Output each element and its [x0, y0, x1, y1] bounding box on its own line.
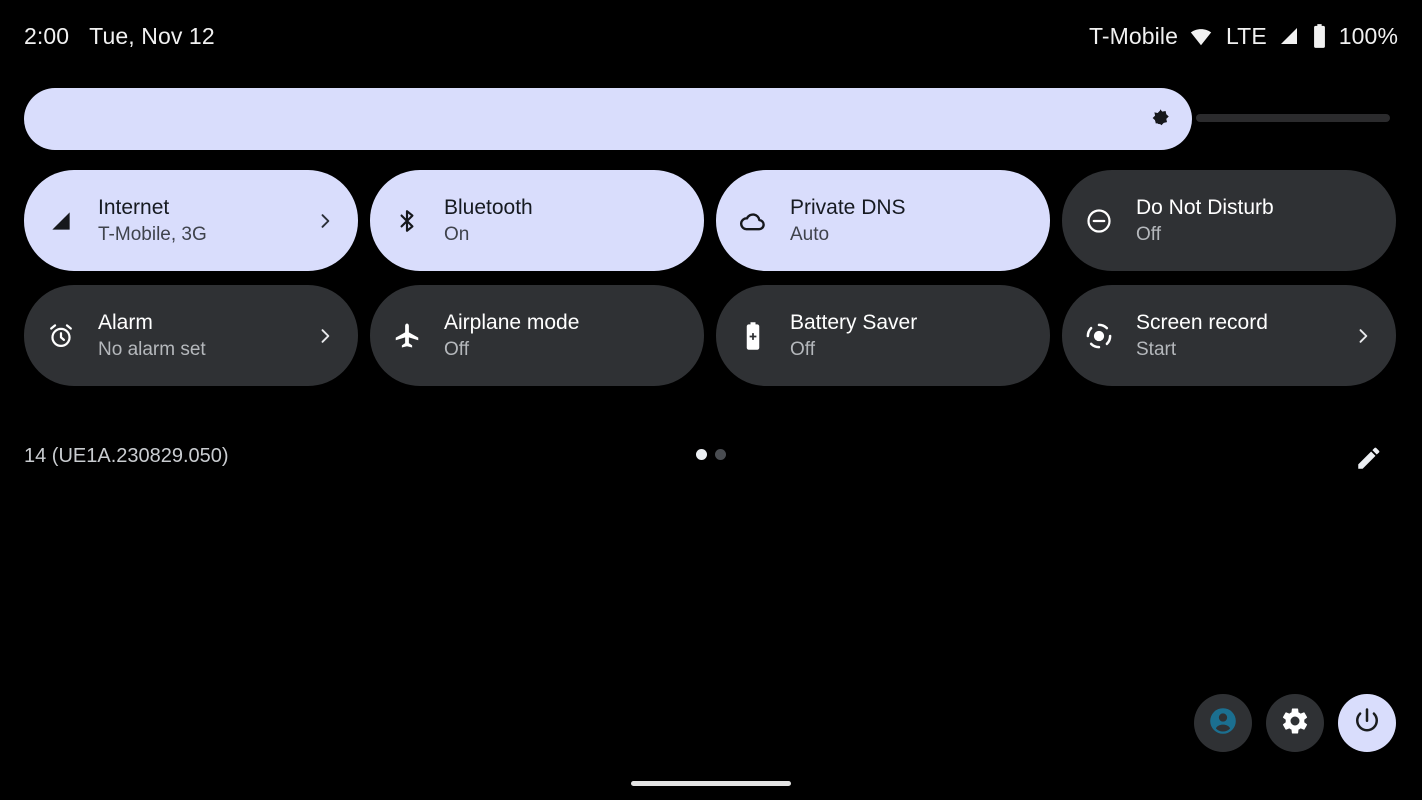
tile-bluetooth-text: Bluetooth On — [444, 195, 652, 246]
tile-screen-record-label: Screen record — [1136, 311, 1268, 334]
brightness-slider-track[interactable] — [1196, 114, 1390, 122]
tile-private-dns-sub: Auto — [790, 224, 830, 245]
chevron-right-icon[interactable] — [314, 210, 336, 232]
tile-airplane-mode-sub: Off — [444, 339, 469, 360]
tile-battery-saver-sub: Off — [790, 339, 815, 360]
battery-saver-icon — [736, 319, 770, 353]
tile-battery-saver[interactable]: Battery Saver Off — [716, 285, 1050, 386]
page-dot-1[interactable] — [696, 449, 707, 460]
tile-private-dns-text: Private DNS Auto — [790, 195, 998, 246]
tile-do-not-disturb[interactable]: Do Not Disturb Off — [1062, 170, 1396, 271]
tile-airplane-mode[interactable]: Airplane mode Off — [370, 285, 704, 386]
tile-alarm[interactable]: Alarm No alarm set — [24, 285, 358, 386]
tile-internet[interactable]: Internet T-Mobile, 3G — [24, 170, 358, 271]
tile-screen-record[interactable]: Screen record Start — [1062, 285, 1396, 386]
user-avatar-icon — [1207, 705, 1239, 742]
cloud-icon — [736, 204, 770, 238]
tile-airplane-mode-text: Airplane mode Off — [444, 310, 652, 361]
power-icon — [1352, 706, 1382, 741]
quick-settings-tile-grid: Internet T-Mobile, 3G Bluetooth On — [24, 170, 1398, 386]
signal-cellular-icon — [44, 204, 78, 238]
tile-internet-sub: T-Mobile, 3G — [98, 224, 207, 245]
signal-bars-icon — [1277, 24, 1301, 48]
do-not-disturb-icon — [1082, 204, 1116, 238]
gear-icon — [1280, 706, 1310, 741]
status-bar-left: 2:00 Tue, Nov 12 — [24, 23, 215, 50]
tile-alarm-sub: No alarm set — [98, 339, 206, 360]
tile-airplane-mode-label: Airplane mode — [444, 311, 580, 334]
status-date: Tue, Nov 12 — [89, 22, 215, 49]
chevron-right-icon[interactable] — [1352, 325, 1374, 347]
tile-internet-text: Internet T-Mobile, 3G — [98, 195, 306, 246]
battery-percent-label: 100% — [1338, 22, 1398, 49]
tile-bluetooth-sub: On — [444, 224, 470, 245]
screen-record-icon — [1082, 319, 1116, 353]
tile-private-dns-label: Private DNS — [790, 196, 906, 219]
brightness-slider[interactable] — [24, 88, 1398, 150]
status-bar-right: T-Mobile LTE 100% — [1089, 23, 1398, 50]
tile-bluetooth[interactable]: Bluetooth On — [370, 170, 704, 271]
user-switcher-button[interactable] — [1194, 694, 1252, 752]
bluetooth-icon — [390, 204, 424, 238]
build-version-label: 14 (UE1A.230829.050) — [24, 445, 229, 467]
alarm-clock-icon — [44, 319, 78, 353]
page-dot-2[interactable] — [715, 449, 726, 460]
tile-alarm-text: Alarm No alarm set — [98, 310, 306, 361]
quick-settings-footer: 14 (UE1A.230829.050) — [0, 440, 1422, 476]
footer-action-buttons — [1194, 694, 1396, 752]
settings-button[interactable] — [1266, 694, 1324, 752]
power-button[interactable] — [1338, 694, 1396, 752]
tile-do-not-disturb-text: Do Not Disturb Off — [1136, 195, 1344, 246]
status-carrier-label: T-Mobile — [1088, 22, 1178, 49]
tile-internet-label: Internet — [98, 196, 170, 219]
tile-bluetooth-label: Bluetooth — [444, 196, 533, 219]
tile-screen-record-text: Screen record Start — [1136, 310, 1344, 361]
brightness-sun-icon — [1146, 105, 1174, 133]
pencil-edit-icon[interactable] — [1354, 443, 1384, 473]
brightness-slider-fill[interactable] — [24, 88, 1192, 150]
airplane-icon — [390, 319, 424, 353]
home-indicator[interactable] — [631, 781, 791, 786]
battery-icon — [1311, 23, 1328, 49]
tile-do-not-disturb-sub: Off — [1136, 224, 1161, 245]
tile-alarm-label: Alarm — [98, 311, 153, 334]
status-bar: 2:00 Tue, Nov 12 T-Mobile LTE 100% — [0, 0, 1422, 72]
page-indicator-dots — [0, 449, 1422, 460]
chevron-right-icon[interactable] — [314, 325, 336, 347]
tile-battery-saver-label: Battery Saver — [790, 311, 918, 334]
wifi-icon — [1188, 23, 1214, 49]
network-type-label: LTE — [1225, 22, 1267, 49]
tile-private-dns[interactable]: Private DNS Auto — [716, 170, 1050, 271]
tile-do-not-disturb-label: Do Not Disturb — [1136, 196, 1274, 219]
tile-battery-saver-text: Battery Saver Off — [790, 310, 998, 361]
tile-screen-record-sub: Start — [1136, 339, 1177, 360]
status-clock: 2:00 — [24, 22, 70, 49]
